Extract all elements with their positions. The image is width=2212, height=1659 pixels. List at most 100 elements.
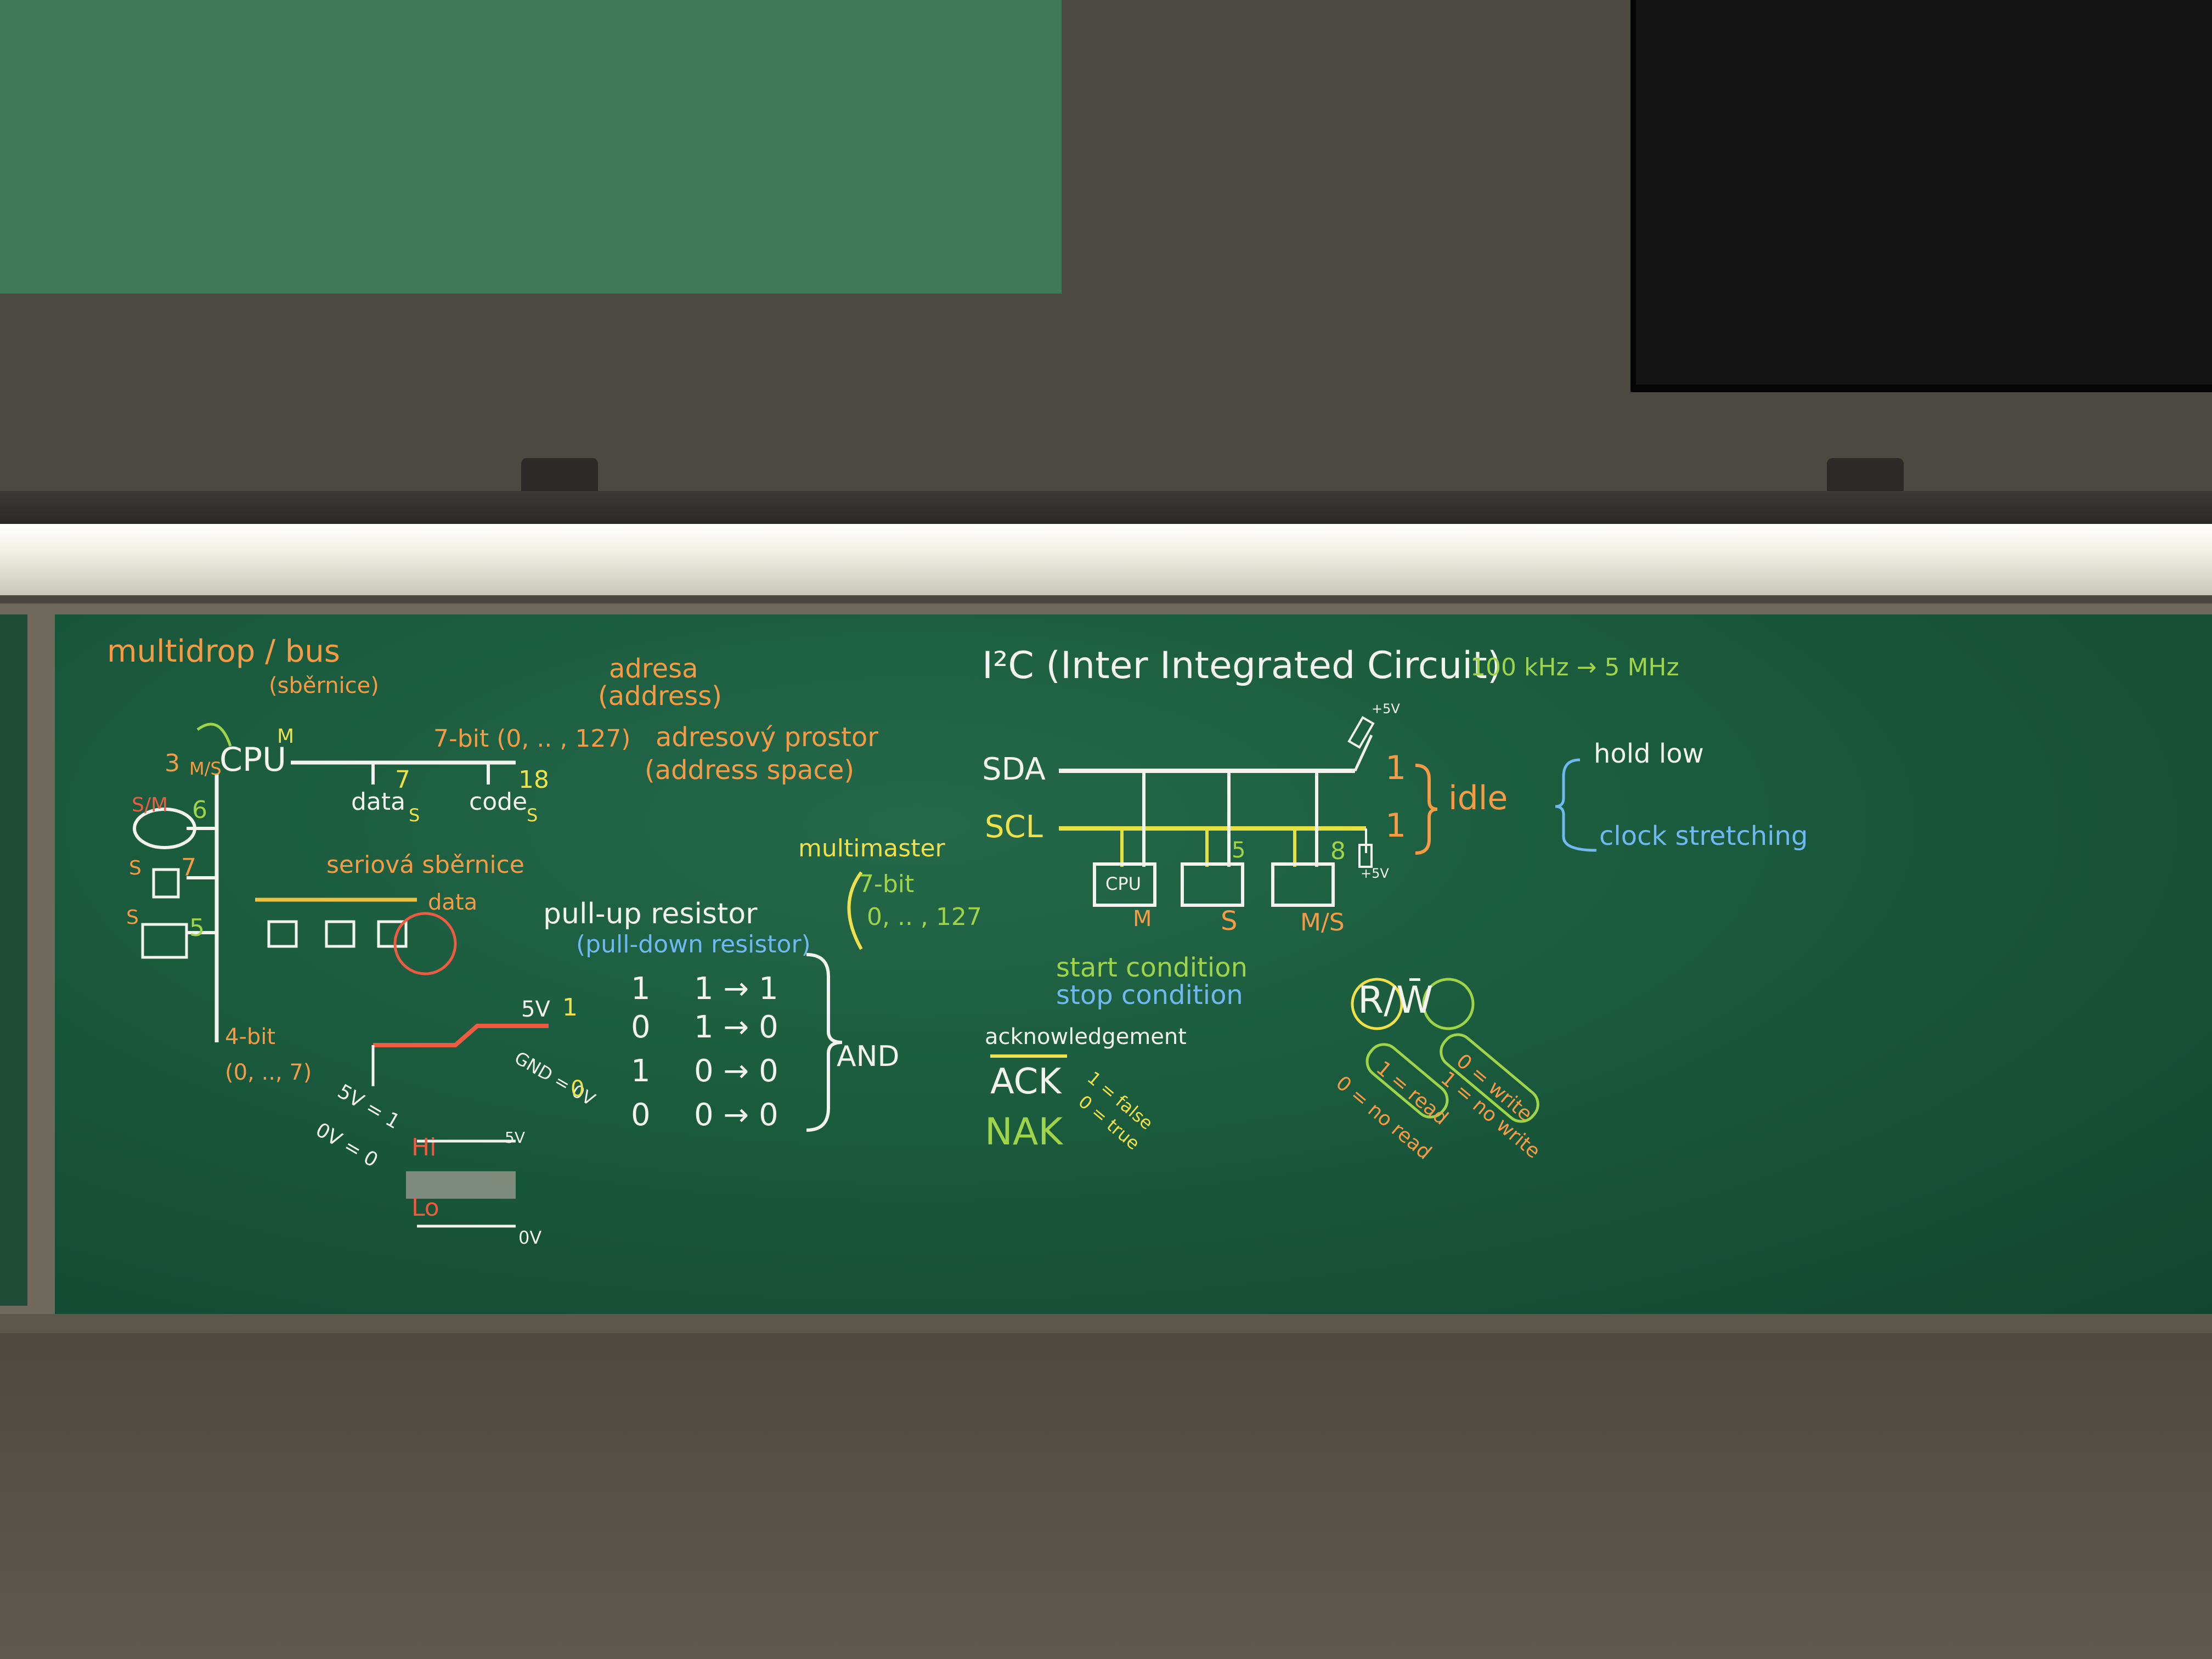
cpu-label: CPU	[219, 741, 286, 779]
five-label-left: 5	[189, 914, 205, 942]
table-row-4-input: 0	[631, 1097, 651, 1133]
chalk-tray	[0, 1314, 2212, 1333]
four-bit-label: 4-bit	[225, 1024, 276, 1049]
table-row-3-result: 0 → 0	[694, 1053, 778, 1089]
scl-label: SCL	[985, 809, 1043, 845]
table-row-1-input: 1	[631, 971, 651, 1007]
read-oval	[1365, 1043, 1449, 1119]
rw-label: R/W̄	[1358, 979, 1434, 1022]
five-small-label: 5V	[505, 1128, 525, 1147]
ack-label: ACK	[990, 1062, 1062, 1102]
i2c-ms-label: M/S	[1300, 909, 1345, 936]
scl-resistor	[1358, 844, 1373, 868]
i2c-cpu-text: CPU	[1105, 873, 1142, 894]
seriova-sbernice-label: seriová sběrnice	[326, 851, 524, 879]
hi-label: Hi	[411, 1133, 437, 1161]
table-row-2-input: 0	[631, 1009, 651, 1045]
one-yellow: 1	[562, 994, 578, 1022]
eye-device	[133, 808, 196, 849]
multimaster-7bit: 7-bit	[859, 870, 915, 898]
w-circle	[1422, 978, 1475, 1030]
red-circle	[393, 912, 457, 975]
s-label-1: S	[129, 857, 142, 879]
wall-monitor	[1630, 0, 2212, 392]
green-arrow	[196, 723, 232, 747]
idle-label: idle	[1448, 779, 1508, 817]
rail-bracket-left	[521, 458, 598, 496]
i2c-title: I²C (Inter Integrated Circuit)	[982, 644, 1502, 687]
three-label: 3	[165, 749, 180, 777]
card-device	[152, 868, 180, 899]
nak-label: NAK	[985, 1110, 1063, 1154]
ms-label: M/S	[189, 758, 222, 779]
seven-bit-label: 7-bit (0, .. , 127)	[433, 725, 631, 753]
and-brace	[806, 953, 843, 1132]
and-label: AND	[837, 1040, 900, 1073]
multimaster-label: multimaster	[798, 834, 945, 862]
four-bit-range: (0, .., 7)	[225, 1060, 312, 1085]
multimaster-bracket	[847, 871, 863, 950]
zero-v-label: 0V	[518, 1227, 542, 1248]
i2c-ms-box	[1271, 862, 1335, 907]
serial-device-1	[267, 920, 298, 948]
cpu-m-label: M	[277, 725, 295, 748]
adresa-label: adresa	[609, 653, 698, 684]
stop-condition-label: stop condition	[1056, 980, 1243, 1011]
r-circle	[1351, 978, 1403, 1030]
stretch-brace	[1555, 758, 1597, 852]
sbernice-label: (sběrnice)	[269, 673, 379, 698]
address-space-label: (address space)	[645, 755, 855, 786]
code-label: code	[469, 788, 528, 816]
i2c-cpu-m: M	[1133, 906, 1152, 932]
plus5v-bottom: +5V	[1361, 866, 1389, 881]
data-s-label: S	[409, 805, 420, 826]
plus5v-top: +5V	[1372, 701, 1400, 716]
serial-device-3	[377, 920, 408, 948]
side-board-panel	[0, 614, 27, 1306]
code-number: 18	[518, 766, 549, 794]
pull-down-label: (pull-down resistor)	[576, 930, 811, 958]
lo-label: Lo	[411, 1194, 439, 1222]
i2c-cpu-box	[1093, 862, 1156, 907]
i2c-ms-eight: 8	[1330, 837, 1346, 865]
code-s-label: S	[527, 805, 538, 826]
pull-up-label: pull-up resistor	[543, 898, 758, 930]
light-rail	[0, 491, 2212, 524]
sda-resistor	[1347, 716, 1375, 749]
fivev-label: 5V	[521, 997, 550, 1022]
seven-label-left: 7	[181, 854, 196, 882]
smudge-area	[406, 1171, 516, 1199]
sm-label: S/M	[132, 794, 168, 816]
six-label: 6	[192, 796, 207, 824]
serial-device-2	[325, 920, 356, 948]
projector-screen	[0, 0, 1062, 294]
data-label: data	[351, 788, 406, 816]
lower-wall	[0, 1333, 2212, 1659]
adresovy-prostor-label: adresový prostor	[656, 722, 878, 753]
sda-one: 1	[1385, 749, 1407, 787]
monitor-device	[141, 923, 188, 959]
i2c-slave-five: 5	[1232, 838, 1246, 863]
table-row-2-result: 1 → 0	[694, 1009, 778, 1045]
hold-low-label: hold low	[1594, 738, 1704, 769]
board-light	[0, 524, 2212, 595]
multimaster-range: 0, .. , 127	[867, 903, 982, 931]
table-row-4-result: 0 → 0	[694, 1097, 778, 1133]
acknowledgement-label: acknowledgement	[985, 1024, 1187, 1049]
s-label-2: S	[126, 906, 139, 929]
i2c-slave-box	[1181, 862, 1244, 907]
frequency-label: 100 kHz → 5 MHz	[1470, 653, 1679, 681]
start-condition-label: start condition	[1056, 952, 1248, 983]
multidrop-title: multidrop / bus	[107, 634, 340, 669]
data-number: 7	[395, 766, 410, 794]
clock-stretching-label: clock stretching	[1599, 821, 1808, 851]
idle-brace	[1415, 764, 1438, 855]
table-row-1-result: 1 → 1	[694, 971, 778, 1007]
rail-bracket-right	[1827, 458, 1904, 496]
table-row-3-input: 1	[631, 1053, 651, 1089]
scl-one: 1	[1385, 806, 1407, 845]
zero-yellow: 0	[571, 1076, 585, 1102]
signal-high	[373, 1024, 549, 1047]
